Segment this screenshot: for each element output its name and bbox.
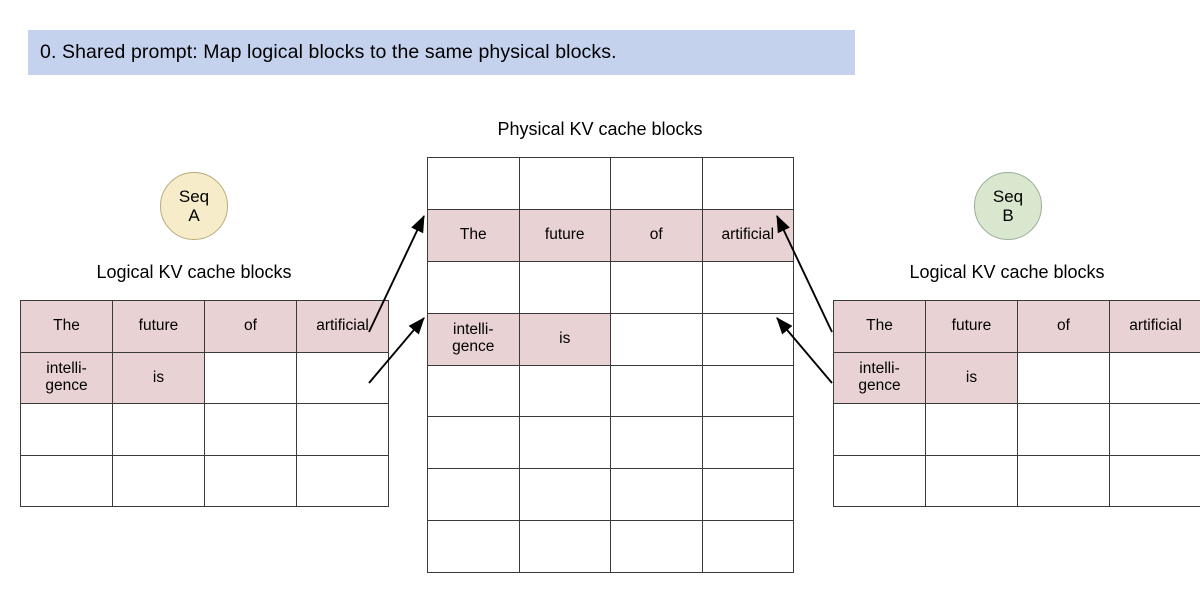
block-cell-empty <box>610 364 703 418</box>
seq-a-badge: Seq A <box>160 172 228 240</box>
block-cell-filled: intelli-gence <box>427 312 520 366</box>
block-cell-filled: intelli-gence <box>20 351 113 405</box>
block-cell-empty <box>20 403 113 456</box>
block-cell-empty <box>610 416 703 470</box>
block-cell-empty <box>427 260 520 314</box>
seq-a-label-line2: A <box>188 206 200 225</box>
block-row <box>427 157 794 210</box>
block-cell-empty <box>701 312 794 366</box>
title-banner-text: 0. Shared prompt: Map logical blocks to … <box>40 41 617 63</box>
block-cell-filled: future <box>112 300 205 353</box>
block-cell-empty <box>610 157 703 210</box>
block-cell-filled: future <box>518 208 611 262</box>
title-banner: 0. Shared prompt: Map logical blocks to … <box>28 30 855 75</box>
block-row <box>427 520 794 574</box>
block-cell-empty <box>701 520 794 574</box>
block-cell-empty <box>701 157 794 210</box>
block-cell-empty <box>518 364 611 418</box>
block-cell-empty <box>427 468 520 522</box>
block-cell-empty <box>112 454 205 508</box>
block-cell-empty <box>296 403 389 456</box>
block-cell-filled: The <box>833 300 926 353</box>
right-logical-blocks-heading: Logical KV cache blocks <box>909 262 1105 282</box>
block-cell-empty <box>112 403 205 456</box>
block-cell-empty <box>20 454 113 508</box>
block-cell-empty <box>701 416 794 470</box>
block-cell-empty <box>427 416 520 470</box>
block-cell-empty <box>296 351 389 405</box>
block-cell-empty <box>427 364 520 418</box>
block-cell-empty <box>1017 351 1110 405</box>
block-cell-empty <box>427 520 520 574</box>
block-cell-empty <box>833 403 926 456</box>
block-cell-filled: of <box>610 208 703 262</box>
block-cell-empty <box>701 468 794 522</box>
block-cell-empty <box>518 520 611 574</box>
block-cell-empty <box>204 454 297 508</box>
seq-b-label-line1: Seq <box>992 186 1024 206</box>
block-row <box>833 454 1200 508</box>
block-row <box>20 403 389 456</box>
left-logical-blocks-heading: Logical KV cache blocks <box>96 262 292 282</box>
block-row <box>427 260 794 314</box>
block-cell-filled: The <box>20 300 113 353</box>
block-cell-filled: is <box>112 351 205 405</box>
block-cell-empty <box>1017 454 1110 508</box>
seq-a-label-line1: Seq <box>178 186 210 206</box>
block-cell-filled: of <box>204 300 297 353</box>
block-cell-empty <box>1017 403 1110 456</box>
seq-b-badge: Seq B <box>974 172 1042 240</box>
block-cell-empty <box>610 520 703 574</box>
block-cell-empty <box>925 454 1018 508</box>
block-cell-filled: The <box>427 208 520 262</box>
block-row <box>427 468 794 522</box>
block-cell-filled: of <box>1017 300 1110 353</box>
block-cell-empty <box>701 364 794 418</box>
block-cell-empty <box>204 351 297 405</box>
block-cell-filled: artificial <box>1109 300 1200 353</box>
block-cell-empty <box>610 468 703 522</box>
block-cell-empty <box>518 468 611 522</box>
block-cell-filled: is <box>518 312 611 366</box>
block-row <box>833 403 1200 456</box>
block-cell-empty <box>204 403 297 456</box>
seq-b-label-line2: B <box>1002 206 1014 225</box>
block-cell-empty <box>296 454 389 508</box>
block-cell-filled: artificial <box>701 208 794 262</box>
block-cell-empty <box>610 260 703 314</box>
block-cell-empty <box>518 260 611 314</box>
block-cell-empty <box>427 157 520 210</box>
block-cell-filled: future <box>925 300 1018 353</box>
block-cell-filled: is <box>925 351 1018 405</box>
block-cell-empty <box>925 403 1018 456</box>
block-cell-empty <box>1109 454 1200 508</box>
block-cell-empty <box>701 260 794 314</box>
physical-blocks-heading: Physical KV cache blocks <box>497 119 703 139</box>
block-cell-empty <box>1109 351 1200 405</box>
block-row <box>427 364 794 418</box>
block-cell-empty <box>1109 403 1200 456</box>
block-cell-empty <box>610 312 703 366</box>
block-cell-empty <box>833 454 926 508</box>
block-cell-filled: artificial <box>296 300 389 353</box>
block-cell-filled: intelli-gence <box>833 351 926 405</box>
block-cell-empty <box>518 157 611 210</box>
block-cell-empty <box>518 416 611 470</box>
block-row <box>20 454 389 508</box>
block-row <box>427 416 794 470</box>
